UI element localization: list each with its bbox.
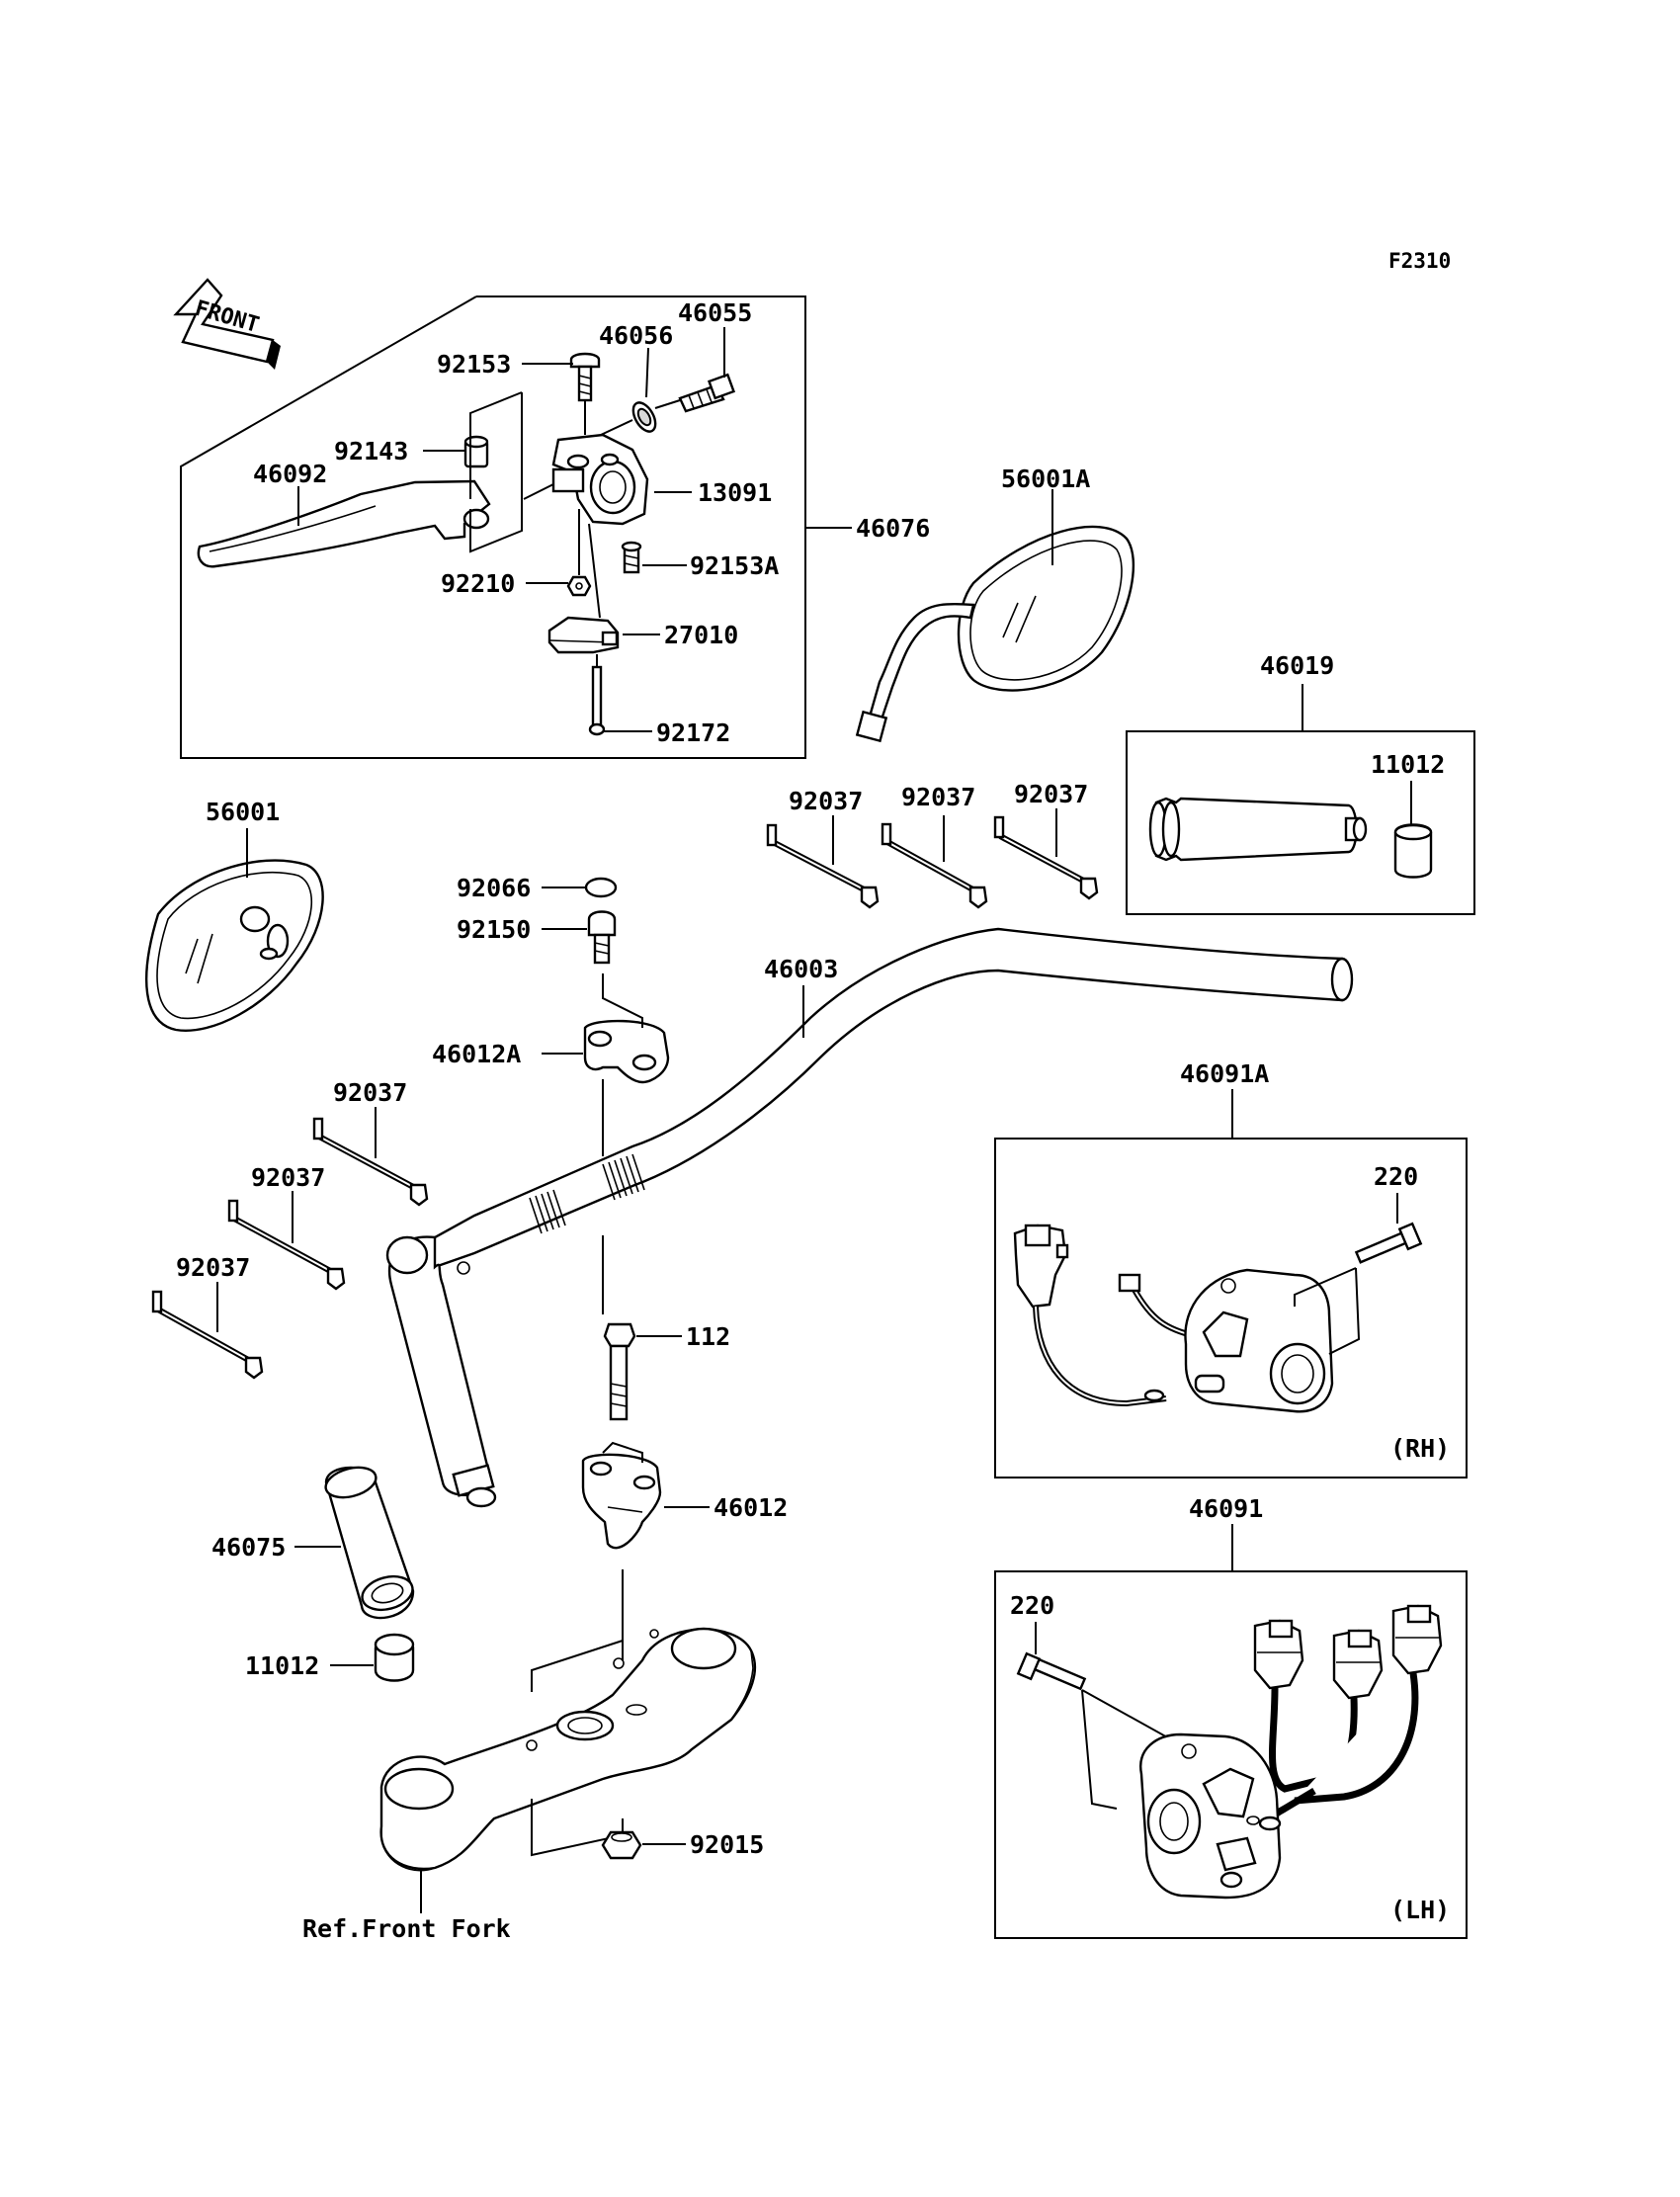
label-92150: 92150 [457,915,531,944]
label-92037-a: 92037 [789,787,863,815]
mirror-right-56001A: 56001A [855,465,1135,743]
label-112: 112 [686,1322,730,1351]
label-46012: 46012 [714,1493,788,1522]
label-92143: 92143 [334,437,408,465]
end-cap-11012: 11012 [245,1633,415,1682]
lower-clamp-46012 [581,1453,662,1550]
adjuster-bolt-46055 [678,373,736,413]
throttle-grip-group: 46019 11012 [1126,651,1475,915]
label-92037-d: 92037 [333,1078,407,1107]
cap-92066 [584,877,618,898]
connector-2 [1332,1629,1384,1700]
label-46076: 46076 [856,514,930,543]
label-46091: 46091 [1189,1494,1263,1523]
label-92066: 92066 [457,874,531,902]
label-27010: 27010 [664,621,738,649]
collar-92143 [463,435,489,468]
front-arrow-icon: FRONT [173,278,281,370]
clamp-band-5 [227,1199,346,1291]
screw-220-lh [1016,1651,1087,1691]
label-46012A: 46012A [432,1040,521,1068]
clamp-band-1 [766,823,880,909]
clamp-bands-top: 92037 92037 92037 [766,780,1099,909]
label-46091A: 46091A [1180,1059,1269,1088]
label-56001: 56001 [206,798,280,826]
label-92172: 92172 [656,718,730,747]
clamp-band-3 [993,815,1099,900]
nut-92015: 92015 [601,1830,764,1860]
figure-code: F2310 [1388,249,1451,273]
label-46075: 46075 [211,1533,286,1562]
label-11012-bottom: 11012 [245,1651,319,1680]
label-rh: (RH) [1390,1434,1450,1463]
handlebar-clamp-stack: 92066 92150 46012A 112 [432,874,788,1660]
label-220-lh: 220 [1010,1591,1054,1620]
left-grip-46075: 46075 [211,1466,415,1620]
switch-27010 [547,616,620,654]
connector-1 [1253,1619,1304,1690]
mirror-left-56001: 56001 [144,798,324,1032]
clutch-lever [197,479,491,568]
label-lh: (LH) [1390,1896,1450,1924]
label-46092: 46092 [253,460,327,488]
upper-clamp-46012A [583,1019,670,1084]
nut-92210 [566,575,592,597]
label-92037-b: 92037 [901,783,975,811]
label-46055: 46055 [678,298,752,327]
upper-triple-clamp: Ref.Front Fork [302,1627,757,1943]
screw-220-rh [1354,1222,1423,1264]
label-46003: 46003 [764,955,838,983]
bolt-92153 [569,352,601,402]
bolt-92150 [587,910,617,965]
connector-3 [1391,1604,1443,1675]
bolt-112 [603,1322,636,1421]
screw-92172 [588,665,606,736]
right-handlebar-switch-group: 46091A 220 (RH) [994,1059,1468,1479]
label-92037-c: 92037 [1014,780,1088,808]
label-46056: 46056 [599,321,673,350]
lever-holder [551,433,649,526]
label-220-rh: 220 [1374,1162,1418,1191]
label-11012-top: 11012 [1371,750,1445,779]
adjuster-nut-46056 [631,401,657,433]
clamp-bands-lower: 92037 92037 92037 [151,1078,429,1380]
label-92210: 92210 [441,569,515,598]
label-46019: 46019 [1260,651,1334,680]
label-92153: 92153 [437,350,511,379]
screw-92153A [621,541,642,574]
label-92037-f: 92037 [176,1253,250,1282]
handlebar-46003: 46003 [385,927,1354,1508]
label-92153A: 92153A [690,551,779,580]
label-56001A: 56001A [1001,465,1090,493]
clamp-band-2 [881,822,988,909]
clamp-band-4 [312,1117,429,1207]
label-92015: 92015 [690,1830,764,1859]
clamp-band-6 [151,1290,264,1380]
left-handlebar-switch-group: 46091 220 [994,1494,1468,1939]
label-92037-e: 92037 [251,1163,325,1192]
label-13091: 13091 [698,478,772,507]
lever-assembly-group: 46055 46056 92153 92143 46092 13091 4607… [180,296,930,759]
reference-note: Ref.Front Fork [302,1914,511,1943]
